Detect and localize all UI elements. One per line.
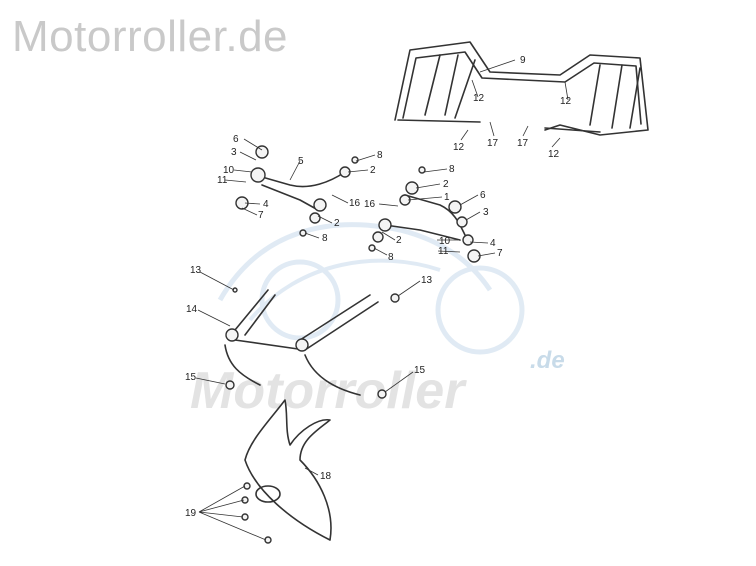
callout-16: 16 — [364, 199, 376, 210]
callout-14: 14 — [186, 304, 198, 315]
brand-logo-text: Motorroller.de — [12, 12, 289, 61]
callout-2: 2 — [334, 218, 340, 229]
callout-15: 15 — [185, 372, 197, 383]
callout-4: 4 — [490, 238, 496, 249]
callout-9: 9 — [520, 55, 526, 66]
callout-8: 8 — [322, 233, 328, 244]
callout-2: 2 — [370, 165, 376, 176]
rear-rack-part — [394, 41, 649, 136]
callout-7: 7 — [258, 210, 264, 221]
watermark-text: Motorroller — [190, 362, 467, 420]
lower-frame-part — [224, 287, 400, 399]
callout-8: 8 — [388, 252, 394, 263]
callout-7: 7 — [497, 248, 503, 259]
callout-12: 12 — [560, 96, 572, 107]
callout-11: 11 — [438, 246, 449, 257]
callout-17: 17 — [517, 138, 529, 149]
callout-12: 12 — [548, 149, 560, 160]
callout-10: 10 — [439, 236, 451, 247]
callout-8: 8 — [377, 150, 383, 161]
callout-2: 2 — [396, 235, 402, 246]
front-cover-part — [241, 399, 332, 544]
callout-12: 12 — [453, 142, 465, 153]
callout-3: 3 — [231, 147, 237, 158]
callout-19: 19 — [185, 508, 197, 519]
callout-6: 6 — [480, 190, 486, 201]
callout-15: 15 — [414, 365, 426, 376]
callout-13: 13 — [190, 265, 202, 276]
watermark-suffix: .de — [530, 347, 565, 374]
callout-5: 5 — [298, 156, 304, 167]
callout-12: 12 — [473, 93, 485, 104]
callout-6: 6 — [233, 134, 239, 145]
callout-8: 8 — [449, 164, 455, 175]
callout-leader-lines — [195, 59, 569, 541]
callout-11: 11 — [217, 175, 228, 186]
callout-4: 4 — [263, 199, 269, 210]
callout-16: 16 — [349, 198, 361, 209]
watermark-scooter-icon — [217, 222, 525, 355]
callout-18: 18 — [320, 471, 332, 482]
callout-13: 13 — [421, 275, 433, 286]
callout-2: 2 — [443, 179, 449, 190]
callout-3: 3 — [483, 207, 489, 218]
upper-arm-right-part — [368, 166, 481, 263]
callout-1: 1 — [444, 192, 450, 203]
callout-10: 10 — [223, 165, 235, 176]
callout-17: 17 — [487, 138, 499, 149]
